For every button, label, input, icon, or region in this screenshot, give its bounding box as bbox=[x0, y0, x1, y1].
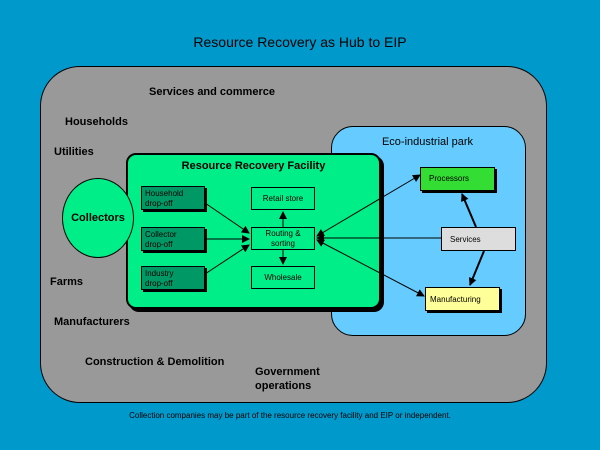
manufacturing-box: Manufacturing bbox=[425, 287, 500, 311]
manufacturing-label: Manufacturing bbox=[430, 294, 481, 304]
label-farms: Farms bbox=[50, 276, 84, 288]
retail-store-label: Retail store bbox=[262, 193, 304, 203]
arrow-industry-to-routing bbox=[204, 244, 250, 275]
processors-label: Processors bbox=[429, 174, 470, 183]
label-services-commerce: Services and commerce bbox=[149, 86, 275, 98]
label-manufacturers: Manufacturers bbox=[54, 316, 130, 328]
household-drop-off-box: Household drop-off bbox=[141, 186, 205, 210]
routing-sorting-box: Routing & sorting bbox=[251, 227, 315, 250]
services-box: Services bbox=[441, 227, 516, 251]
label-construction-demolition: Construction & Demolition bbox=[85, 356, 225, 368]
processors-box: Processors bbox=[420, 167, 495, 191]
collectors-label: Collectors bbox=[71, 212, 125, 224]
collector-drop-off-line1: Collector bbox=[145, 230, 177, 239]
resource-recovery-facility-title: Resource Recovery Facility bbox=[181, 160, 326, 172]
household-drop-off-line1: Household bbox=[145, 189, 184, 198]
label-government-line2: operations bbox=[255, 380, 312, 392]
industry-drop-off-box: Industry drop-off bbox=[141, 266, 205, 290]
routing-sorting-line1: Routing & bbox=[265, 228, 301, 238]
eco-industrial-park-title: Eco-industrial park bbox=[381, 136, 474, 148]
arrow-services-to-manufacturing bbox=[468, 250, 485, 286]
arrow-household-to-routing bbox=[204, 202, 250, 234]
label-households: Households bbox=[65, 116, 128, 128]
wholesale-box: Wholesale bbox=[251, 266, 315, 289]
collector-drop-off-line2: drop-off bbox=[145, 240, 173, 249]
label-government-line1: Government bbox=[255, 366, 320, 378]
industry-drop-off-line1: Industry bbox=[145, 269, 174, 278]
arrow-services-to-processors bbox=[461, 193, 477, 228]
diagram-title: Resource Recovery as Hub to EIP bbox=[193, 34, 407, 50]
collectors-node: Collectors bbox=[62, 178, 134, 258]
retail-store-box: Retail store bbox=[251, 187, 315, 210]
arrow-routing-processors bbox=[316, 174, 421, 237]
collector-drop-off-box: Collector drop-off bbox=[141, 227, 205, 251]
wholesale-label: Wholesale bbox=[264, 272, 302, 282]
label-utilities: Utilities bbox=[54, 146, 94, 158]
services-label: Services bbox=[450, 234, 481, 244]
household-drop-off-line2: drop-off bbox=[145, 199, 173, 208]
footnote: Collection companies may be part of the … bbox=[129, 411, 451, 420]
industry-drop-off-line2: drop-off bbox=[145, 279, 173, 288]
routing-sorting-line2: sorting bbox=[270, 238, 295, 248]
arrow-routing-manufacturing bbox=[316, 239, 425, 297]
